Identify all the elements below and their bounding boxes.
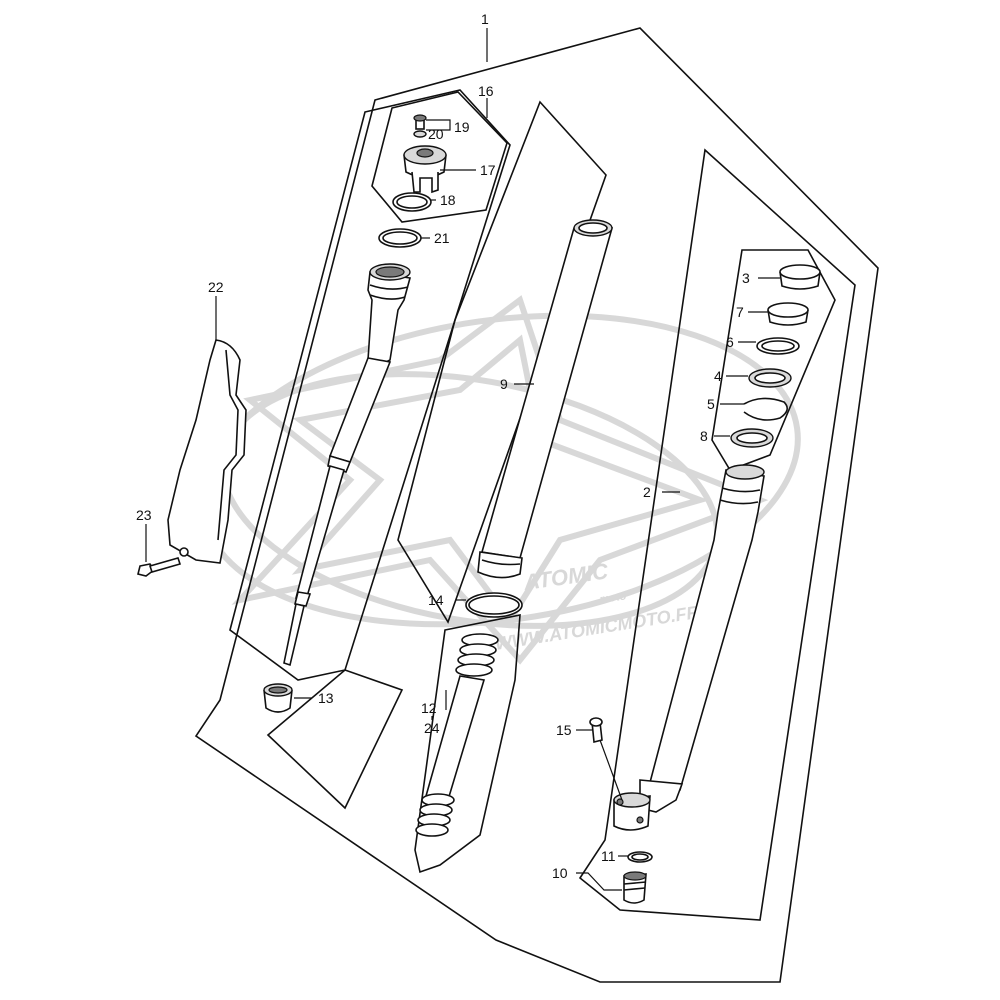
callout-labels: 1 2 3 4 5 6 7 8 9 10 11 12 13 14 15 16 1… [136, 11, 750, 881]
callout-18: 18 [440, 192, 456, 208]
washer-11-inner [631, 853, 649, 861]
panel-cap-bolt-group [371, 91, 508, 223]
callout-17: 17 [480, 162, 496, 178]
fork-spring-12 [415, 633, 499, 837]
callout-5: 5 [707, 396, 715, 412]
damper-cartridge-rod [283, 263, 412, 667]
bolt-23 [137, 557, 182, 577]
callout-22: 22 [208, 279, 224, 295]
callout-10: 10 [552, 865, 568, 881]
callout-15: 15 [556, 722, 572, 738]
outer-tube-2 [613, 464, 765, 831]
inner-tube-9 [477, 219, 614, 579]
panel-damper-cartridge [229, 89, 511, 681]
callout-6: 6 [726, 334, 734, 350]
callout-8: 8 [700, 428, 708, 444]
o-ring-20 [413, 130, 427, 138]
panel-inner-tube [397, 100, 607, 624]
watermark-brand: ATOMIC [521, 558, 610, 595]
fork-guard-22 [167, 339, 247, 564]
callout-2: 2 [643, 484, 651, 500]
leader-lines [145, 28, 780, 891]
seal-bushing-stack [730, 264, 821, 448]
cap-bolt-legs-17 [411, 171, 439, 194]
panel-spring [414, 614, 521, 874]
callout-13: 13 [318, 690, 334, 706]
bolt-15 [589, 717, 603, 744]
callout-1: 1 [481, 11, 489, 27]
watermark-brand-sub: moto [599, 590, 628, 606]
callout-14: 14 [428, 592, 444, 608]
assembly-outline-front-fork [194, 27, 879, 983]
o-ring-18-inner [396, 195, 428, 209]
callout-19: 19 [454, 119, 470, 135]
panel-outer-tube [578, 148, 856, 921]
panel-lower-damper [266, 669, 404, 810]
callout-21: 21 [434, 230, 450, 246]
callout-12: 12 [421, 700, 437, 716]
callout-23: 23 [136, 507, 152, 523]
callout-4: 4 [714, 368, 722, 384]
o-ring-14-inner [468, 595, 520, 615]
ring-21-inner [382, 231, 418, 245]
callout-20: 20 [428, 126, 444, 142]
callout-24: 24 [424, 720, 440, 736]
callout-9: 9 [500, 376, 508, 392]
cap-bolt-assembly [392, 114, 447, 212]
bushing-13 [263, 683, 293, 713]
drain-plug-10 [623, 871, 647, 904]
callout-16: 16 [478, 83, 494, 99]
callout-7: 7 [736, 304, 744, 320]
panel-seals-bushings [711, 249, 836, 471]
cap-bolt-hex-17 [416, 148, 434, 158]
callout-3: 3 [742, 270, 750, 286]
callout-11: 11 [601, 848, 616, 864]
screw-head-19 [413, 114, 427, 122]
circlip-5 [743, 397, 788, 421]
